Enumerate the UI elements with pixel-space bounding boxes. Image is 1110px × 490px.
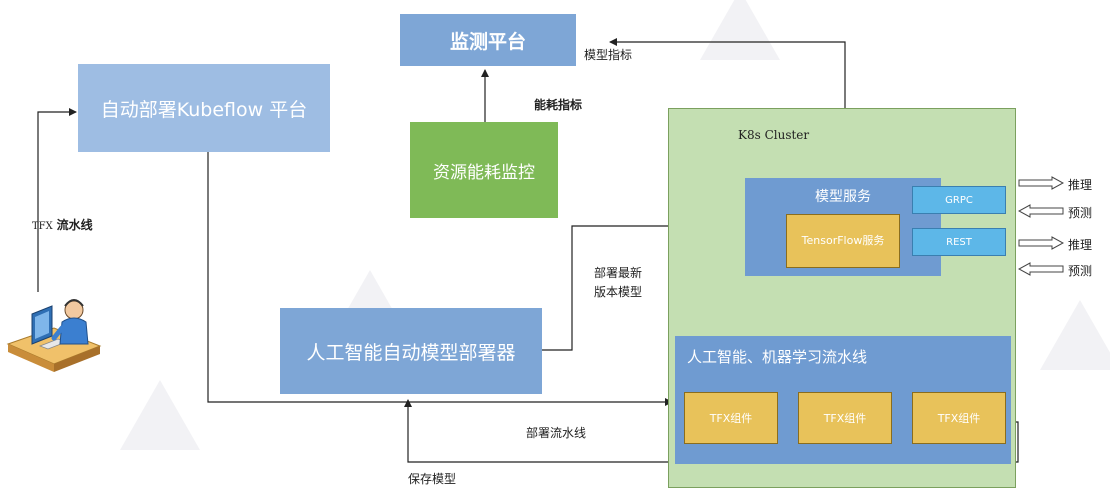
- tf-serving-label: TensorFlow服务: [801, 234, 885, 248]
- outgoing-arrow-icon: [1018, 176, 1064, 190]
- tfx-component-label: TFX组件: [937, 412, 981, 425]
- resource-monitor-box: 资源能耗监控: [410, 122, 558, 218]
- tfx-component-box: TFX组件: [912, 392, 1006, 444]
- auto-deploy-kubeflow-label: 自动部署Kubeflow 平台: [100, 98, 308, 121]
- incoming-arrow-icon: [1018, 204, 1064, 218]
- save-model-label: 保存模型: [408, 472, 457, 486]
- k8s-cluster-label: K8s Cluster: [738, 128, 810, 142]
- incoming-arrow-icon: [1018, 262, 1064, 276]
- monitor-platform-box: 监测平台: [400, 14, 576, 66]
- rest-label: REST: [946, 236, 972, 248]
- tfx-component-label: TFX组件: [823, 412, 867, 425]
- tfx-component-label: TFX组件: [709, 412, 753, 425]
- outgoing-arrow-icon: [1018, 236, 1064, 250]
- deploy-latest-label-2: 版本模型: [594, 285, 643, 299]
- ml-pipeline-label: 人工智能、机器学习流水线: [687, 348, 868, 366]
- tf-serving-box: TensorFlow服务: [786, 214, 900, 268]
- user-at-computer-icon: [6, 299, 102, 372]
- tfx-component-box: TFX组件: [684, 392, 778, 444]
- deploy-latest-label-1: 部署最新: [594, 266, 643, 280]
- io-label: 预测: [1068, 264, 1093, 278]
- model-metrics-label: 模型指标: [584, 48, 633, 62]
- monitor-platform-label: 监测平台: [449, 30, 526, 53]
- model-service-label: 模型服务: [815, 189, 871, 205]
- grpc-box: GRPC: [912, 186, 1006, 214]
- io-label: 预测: [1068, 206, 1093, 220]
- resource-monitor-label: 资源能耗监控: [433, 162, 535, 183]
- grpc-label: GRPC: [945, 194, 973, 206]
- auto-deploy-kubeflow-box: 自动部署Kubeflow 平台: [78, 64, 330, 152]
- tfx-pipeline-label: TFX 流水线: [32, 218, 93, 234]
- ai-deployer-label: 人工智能自动模型部署器: [306, 341, 516, 364]
- deploy-pipeline-label: 部署流水线: [526, 426, 587, 440]
- io-label: 推理: [1068, 178, 1093, 192]
- rest-box: REST: [912, 228, 1006, 256]
- tfx-pipeline-suffix: 流水线: [56, 218, 93, 232]
- tfx-component-box: TFX组件: [798, 392, 892, 444]
- io-label: 推理: [1068, 238, 1093, 252]
- tfx-pipeline-prefix: TFX: [32, 221, 53, 232]
- energy-metrics-label: 能耗指标: [534, 98, 583, 112]
- ai-deployer-box: 人工智能自动模型部署器: [280, 308, 542, 394]
